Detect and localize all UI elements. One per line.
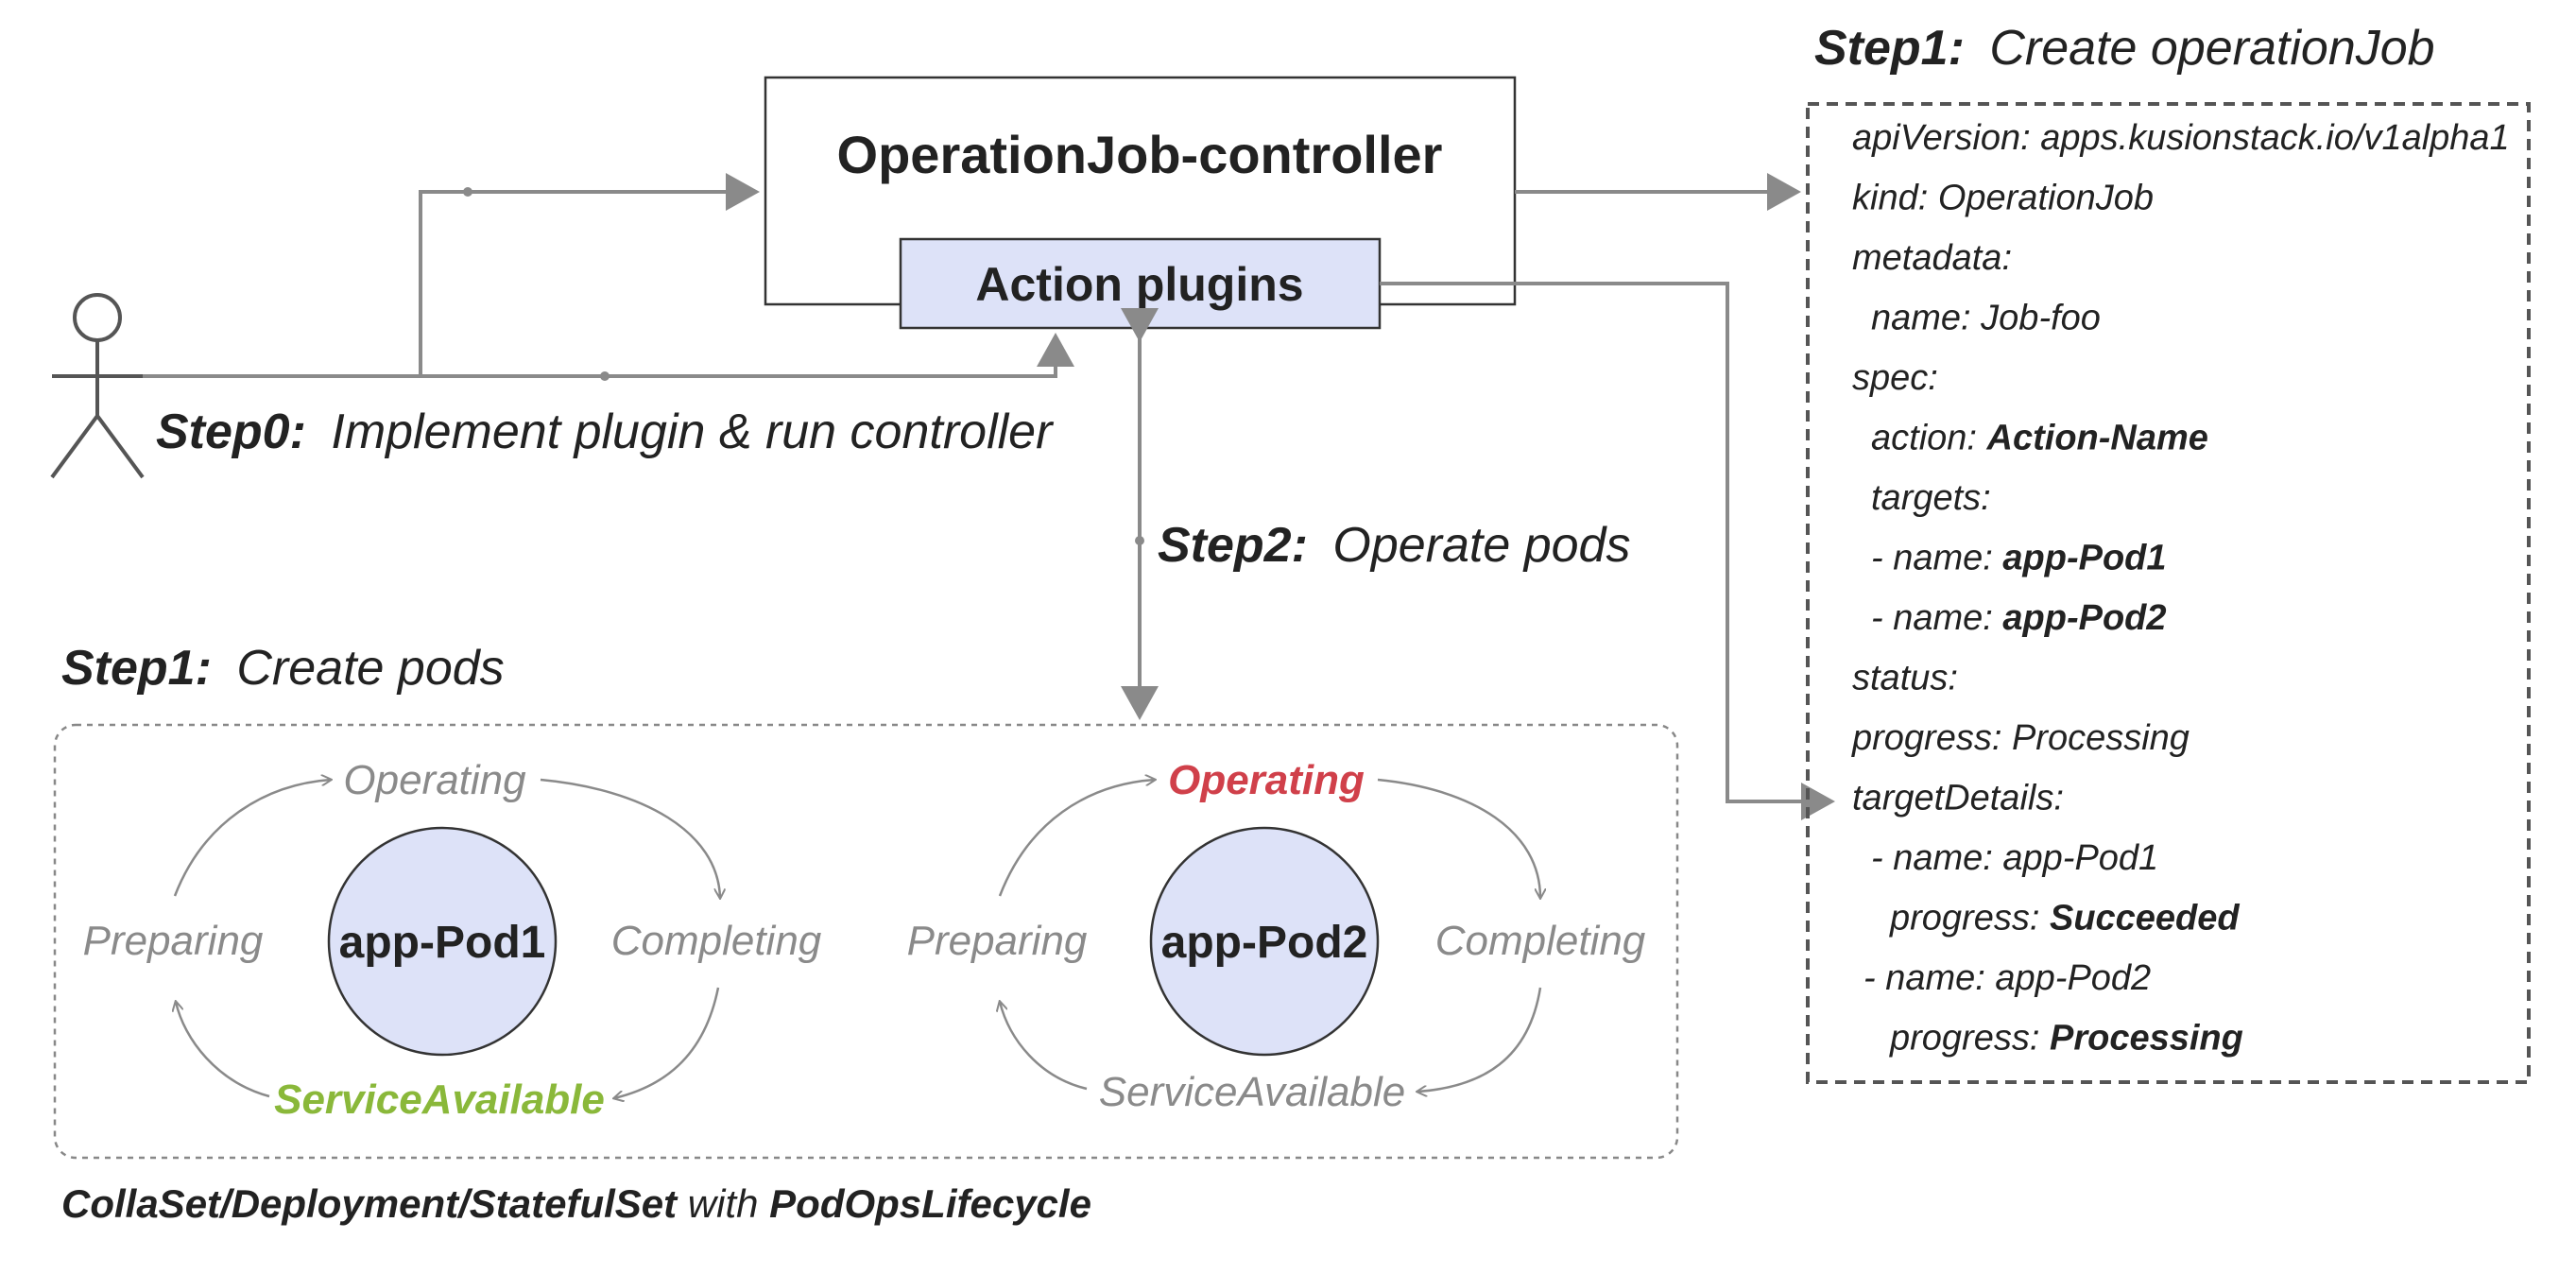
- yaml-line: apiVersion: apps.kusionstack.io/v1alpha1: [1852, 118, 2510, 158]
- yaml-line-value: app-Pod1: [2002, 539, 2166, 578]
- pod2-name: app-Pod2: [1161, 918, 1368, 968]
- pod1-preparing: Preparing: [83, 918, 264, 964]
- yaml-line: - name: app-Pod1: [1871, 838, 2158, 878]
- yaml-line: spec:: [1852, 358, 1938, 398]
- pod2-service-available: ServiceAvailable: [1099, 1069, 1405, 1115]
- junction-dot: [1135, 536, 1144, 545]
- yaml-line-text: - name:: [1871, 539, 2002, 578]
- yaml-line: status:: [1852, 659, 1958, 698]
- yaml-line-text: targets:: [1871, 478, 1991, 518]
- pod1-lifecycle: app-Pod1 Operating Preparing Completing …: [83, 757, 822, 1123]
- step1-job-bold: Step1:: [1814, 21, 1965, 76]
- pod2-circle: [1149, 826, 1380, 1057]
- target-details-arrow: [1380, 282, 1835, 820]
- yaml-line-value: Succeeded: [2050, 899, 2240, 938]
- yaml-line-text: - name: app-Pod1: [1871, 838, 2158, 878]
- yaml-line-text: action:: [1871, 419, 1987, 458]
- yaml-line-text: spec:: [1852, 358, 1938, 398]
- yaml-line-text: apiVersion: apps.kusionstack.io/v1alpha1: [1852, 118, 2510, 158]
- step0-bold: Step0:: [156, 405, 306, 459]
- pod2-completing: Completing: [1435, 918, 1646, 964]
- yaml-line-text: kind: OperationJob: [1852, 179, 2154, 218]
- pod1-circle: [327, 826, 558, 1057]
- yaml-line: progress: Processing: [1889, 1019, 2243, 1059]
- yaml-line: metadata:: [1852, 238, 2012, 278]
- yaml-line: - name: app-Pod2: [1863, 958, 2151, 998]
- pod1-completing: Completing: [611, 918, 822, 964]
- step2-text: Operate pods: [1332, 518, 1630, 573]
- yaml-line: targetDetails:: [1852, 779, 2064, 818]
- yaml-line-value: Processing: [2050, 1019, 2243, 1059]
- step0-text: Implement plugin & run controller: [331, 405, 1055, 459]
- junction-dot: [463, 187, 472, 197]
- yaml-line-text: progress: Processing: [1851, 718, 2190, 758]
- pod1-service-available: ServiceAvailable: [274, 1076, 605, 1123]
- yaml-line: progress: Succeeded: [1889, 899, 2240, 938]
- yaml-lines: apiVersion: apps.kusionstack.io/v1alpha1…: [1851, 118, 2510, 1059]
- step1-job-label: Step1: Create operationJob: [1814, 21, 2435, 76]
- action-plugins-label: Action plugins: [975, 258, 1303, 311]
- pod1-operating: Operating: [343, 757, 526, 803]
- pods-container: [53, 723, 1679, 1160]
- yaml-line-value: app-Pod2: [2002, 598, 2166, 638]
- yaml-line-value: Action-Name: [1986, 419, 2208, 458]
- yaml-line: name: Job-foo: [1871, 299, 2101, 338]
- footer-caption: CollaSet/Deployment/StatefulSet with Pod…: [61, 1181, 1091, 1226]
- yaml-line-text: progress:: [1889, 1019, 2050, 1059]
- yaml-line: progress: Processing: [1851, 718, 2190, 758]
- footer-with: with: [677, 1181, 769, 1226]
- yaml-line: action: Action-Name: [1871, 419, 2208, 458]
- step2-bold: Step2:: [1158, 518, 1308, 573]
- yaml-line-text: progress:: [1889, 899, 2050, 938]
- yaml-line: kind: OperationJob: [1852, 179, 2154, 218]
- step1-job-text: Create operationJob: [1989, 21, 2434, 76]
- junction-dot: [600, 371, 610, 381]
- pod1-name: app-Pod1: [339, 918, 546, 968]
- yaml-line-text: - name: app-Pod2: [1863, 958, 2151, 998]
- operationjob-yaml-box: [1806, 102, 2531, 1084]
- footer-workloads: CollaSet/Deployment/StatefulSet: [61, 1181, 678, 1226]
- footer-lifecycle: PodOpsLifecycle: [769, 1181, 1091, 1226]
- yaml-line-text: targetDetails:: [1852, 779, 2064, 818]
- yaml-line-text: status:: [1852, 659, 1958, 698]
- yaml-line: - name: app-Pod1: [1871, 539, 2167, 578]
- pod2-lifecycle: app-Pod2 Operating Preparing Completing …: [907, 757, 1646, 1115]
- user-arrows: [143, 173, 1074, 378]
- yaml-line: - name: app-Pod2: [1871, 598, 2167, 638]
- step1-pods-label: Step1: Create pods: [61, 641, 505, 696]
- step0-label: Step0: Implement plugin & run controller: [156, 405, 1055, 459]
- pod2-operating: Operating: [1168, 757, 1365, 803]
- step2-label: Step2: Operate pods: [1158, 518, 1630, 573]
- user-actor-icon: [50, 293, 145, 479]
- yaml-line: targets:: [1871, 478, 1991, 518]
- step1-pods-text: Create pods: [236, 641, 504, 696]
- controller-title: OperationJob-controller: [837, 125, 1443, 184]
- yaml-line-text: name: Job-foo: [1871, 299, 2101, 338]
- step1-pods-bold: Step1:: [61, 641, 212, 696]
- yaml-line-text: - name:: [1871, 598, 2002, 638]
- yaml-line-text: metadata:: [1852, 238, 2012, 278]
- pod2-preparing: Preparing: [907, 918, 1088, 964]
